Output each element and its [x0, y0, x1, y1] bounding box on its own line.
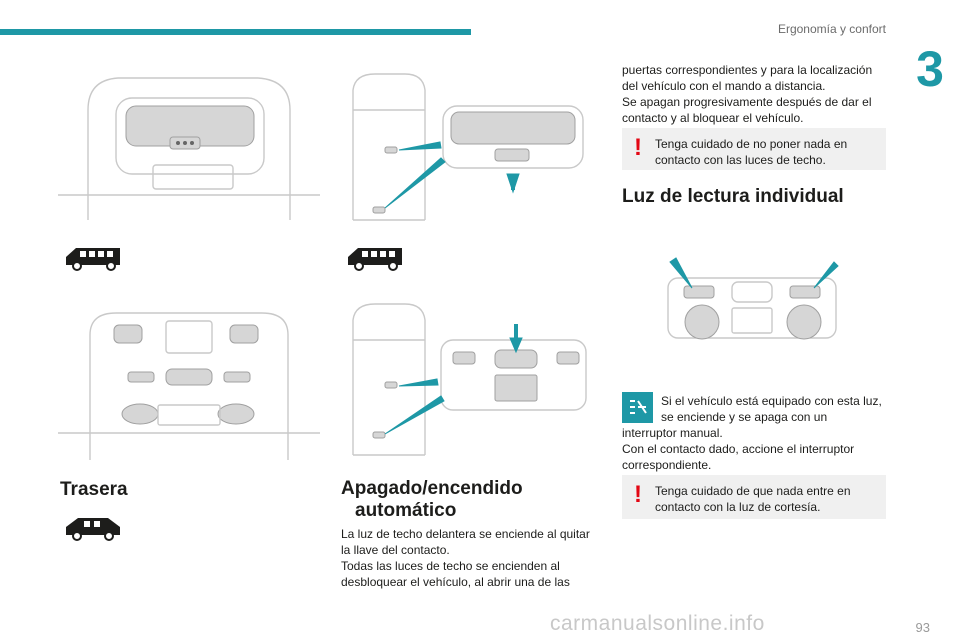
middle-para-3: Todas las luces de techo se encienden al: [341, 559, 560, 573]
warning-2-line2: contacto con la luz de cortesía.: [655, 500, 821, 514]
van-rear-light-illustration: [352, 303, 587, 456]
van-short-icon: [66, 518, 120, 541]
van-short-icon: [348, 248, 402, 271]
middle-para-2: la llave del contacto.: [341, 543, 450, 557]
middle-para-4: desbloquear el vehículo, al abrir una de…: [341, 575, 570, 589]
info-line-4: Con el contacto dado, accione el interru…: [622, 442, 855, 456]
reading-light-illustration: [667, 257, 839, 340]
chapter-number: 3: [900, 40, 960, 98]
page-number: 93: [915, 620, 930, 635]
watermark: carmanualsonline.info: [550, 612, 765, 635]
heading-auto-line2: automático: [355, 500, 457, 521]
right-cont-2: del vehículo con el mando a distancia.: [622, 79, 826, 93]
info-line-2: se enciende y se apaga con un: [661, 410, 828, 424]
info-line-1: Si el vehículo está equipado con esta lu…: [661, 394, 882, 408]
header-accent-bar: [0, 29, 471, 35]
heading-auto-line1: Apagado/encendido: [341, 478, 523, 499]
rear-dome-light-illustration: [58, 312, 320, 460]
section-title: Ergonomía y confort: [777, 22, 886, 36]
info-line-3: interruptor manual.: [622, 426, 723, 440]
front-dome-light-illustration: [58, 77, 320, 220]
warning-box-1: ! Tenga cuidado de no poner nada en cont…: [622, 128, 886, 170]
middle-para-1: La luz de techo delantera se enciende al…: [341, 527, 590, 541]
info-line-5: correspondiente.: [622, 458, 712, 472]
warning-2-line1: Tenga cuidado de que nada entre en: [655, 484, 851, 498]
info-icon: [622, 392, 653, 423]
right-cont-4: contacto y al bloquear el vehículo.: [622, 111, 804, 125]
warning-icon: !: [634, 481, 642, 508]
heading-reading-light: Luz de lectura individual: [622, 186, 844, 207]
van-long-icon: [66, 248, 120, 271]
heading-rear: Trasera: [60, 479, 128, 500]
right-cont-1: puertas correspondientes y para la local…: [622, 63, 873, 77]
van-front-light-illustration: [352, 73, 584, 221]
right-cont-3: Se apagan progresivamente después de dar…: [622, 95, 872, 109]
warning-1-line2: contacto con las luces de techo.: [655, 153, 826, 167]
warning-box-2: ! Tenga cuidado de que nada entre en con…: [622, 475, 886, 519]
warning-1-line1: Tenga cuidado de no poner nada en: [655, 137, 848, 151]
warning-icon: !: [634, 134, 642, 161]
